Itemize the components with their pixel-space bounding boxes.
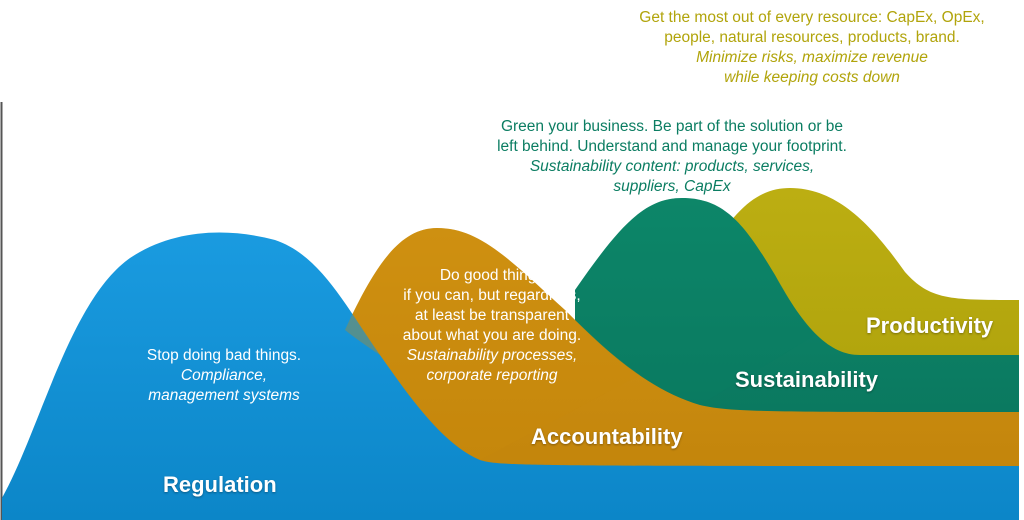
regulation-note-line: Stop doing bad things.: [146, 347, 302, 364]
accountability-note-italic-line: Sustainability processes,: [406, 347, 578, 364]
regulation-label: Regulation: [163, 472, 277, 497]
regulation-note-italic-line: management systems: [148, 387, 300, 404]
productivity-note-line: Get the most out of every resource: CapE…: [639, 9, 985, 26]
accountability-wave: [345, 228, 1019, 520]
accountability-note-line: at least be transparent: [414, 307, 570, 324]
regulation-wave: [2, 232, 1019, 520]
accountability-note-line: about what you are doing.: [402, 327, 582, 344]
accountability-overlap: [345, 228, 640, 460]
sustainability-overlap: [575, 198, 815, 405]
productivity-note: Get the most out of every resource: CapE…: [602, 8, 1022, 88]
productivity-note-line: people, natural resources, products, bra…: [664, 29, 960, 46]
sustainability-note-line: Green your business. Be part of the solu…: [500, 118, 844, 135]
sustainability-note-italic-line: Sustainability content: products, servic…: [529, 158, 815, 175]
accountability-note-italic-line: corporate reporting: [426, 367, 558, 384]
accountability-label: Accountability: [531, 424, 683, 449]
accountability-note-line: Do good things: [439, 267, 545, 284]
regulation-note-italic-line: Compliance,: [180, 367, 268, 384]
accountability-note: Do good things if you can, but regardles…: [372, 266, 612, 386]
productivity-note-italic-line: while keeping costs down: [724, 69, 900, 86]
productivity-note-italic-line: Minimize risks, maximize revenue: [696, 49, 928, 66]
regulation-note: Stop doing bad things. Compliance, manag…: [118, 346, 330, 406]
sustainability-note-italic-line: suppliers, CapEx: [613, 178, 731, 195]
sustainability-label: Sustainability: [735, 367, 879, 392]
productivity-label: Productivity: [866, 313, 994, 338]
sustainability-note-line: left behind. Understand and manage your …: [497, 138, 847, 155]
accountability-note-line: if you can, but regardless,: [403, 287, 581, 304]
sustainability-note: Green your business. Be part of the solu…: [462, 117, 882, 197]
